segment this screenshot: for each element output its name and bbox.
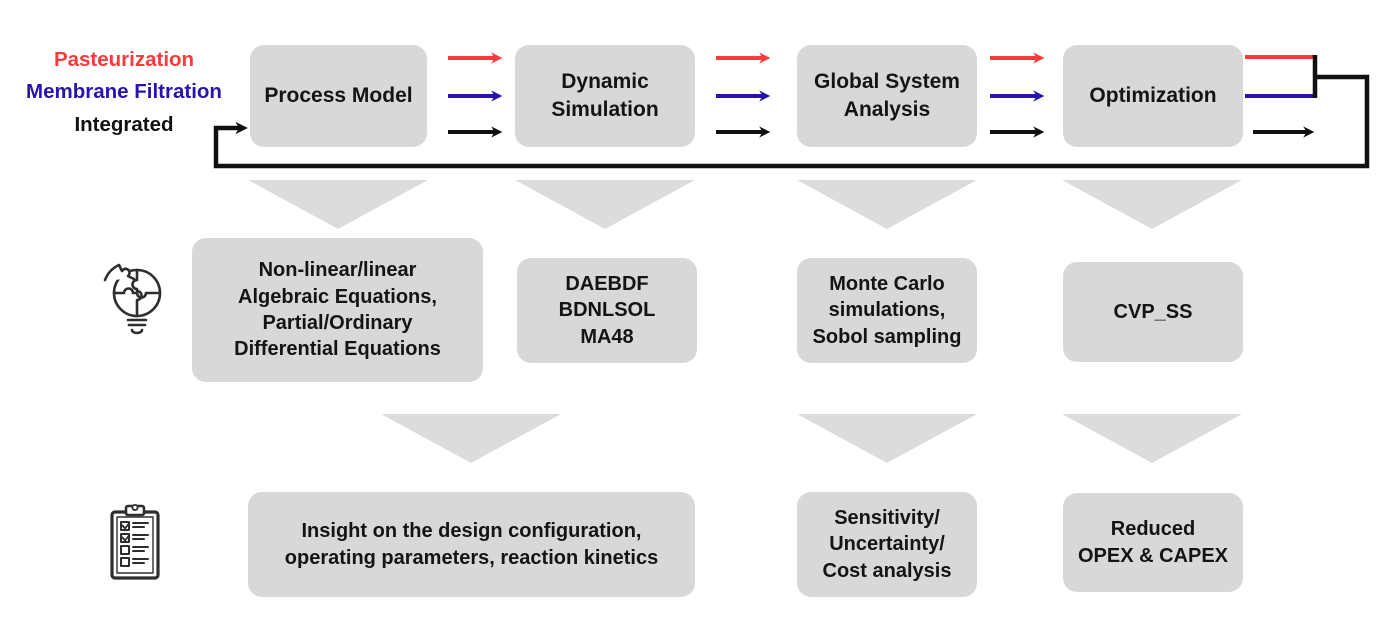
puzzle-lightbulb-icon xyxy=(103,263,162,335)
stage-box-process-model: Process Model xyxy=(250,45,427,147)
method-box-monte-carlo: Monte Carlo simulations, Sobol sampling xyxy=(797,258,977,363)
method-box-equations: Non-linear/linear Algebraic Equations, P… xyxy=(192,238,483,382)
funnel-triangle-insight xyxy=(381,414,561,463)
stage-box-global-system-analysis: Global System Analysis xyxy=(797,45,977,147)
method-box-solvers: DAEBDF BDNLSOL MA48 xyxy=(517,258,697,363)
stage-box-dynamic-simulation: Dynamic Simulation xyxy=(515,45,695,147)
funnel-triangle-dynamic-simulation xyxy=(515,180,695,229)
legend: Pasteurization Membrane Filtration Integ… xyxy=(6,46,242,138)
funnel-triangle-reduced-opex xyxy=(1062,414,1242,463)
method-box-cvp-ss: CVP_SS xyxy=(1063,262,1243,362)
outcome-box-insight: Insight on the design configuration, ope… xyxy=(248,492,695,597)
funnel-triangle-global-system-analysis xyxy=(797,180,977,229)
legend-item-membrane-filtration: Membrane Filtration xyxy=(26,80,222,104)
feedback-loop-line xyxy=(213,74,1370,169)
outcome-box-reduced-opex: Reduced OPEX & CAPEX xyxy=(1063,493,1243,592)
funnel-triangle-sensitivity xyxy=(797,414,977,463)
outcome-box-sensitivity: Sensitivity/ Uncertainty/ Cost analysis xyxy=(797,492,977,597)
legend-item-pasteurization: Pasteurization xyxy=(53,48,195,71)
legend-item-integrated: Integrated xyxy=(74,112,174,136)
checklist-clipboard-icon xyxy=(110,504,160,580)
stage-box-optimization: Optimization xyxy=(1063,45,1243,147)
funnel-triangle-optimization xyxy=(1062,180,1242,229)
funnel-triangle-process-model xyxy=(248,180,428,229)
